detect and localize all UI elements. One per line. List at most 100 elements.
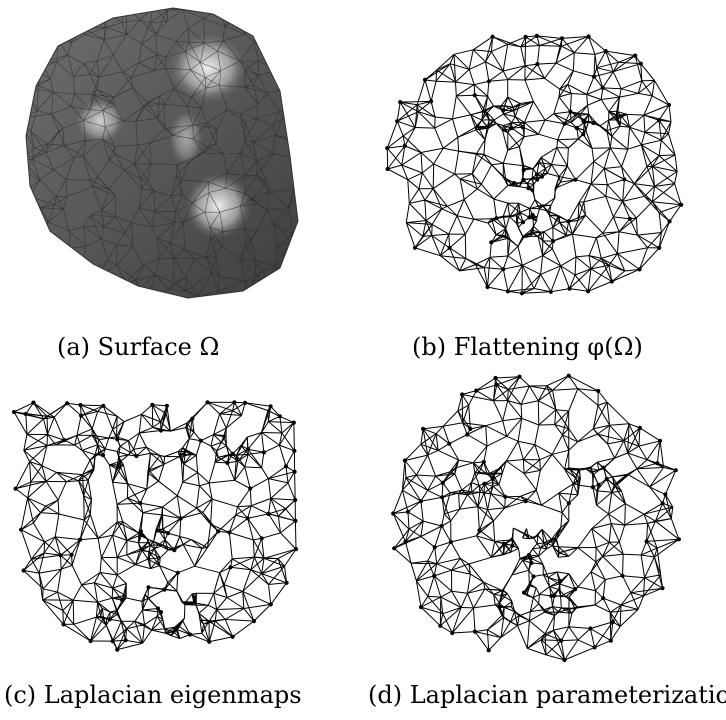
mesh-edge <box>543 249 553 256</box>
mesh-edge <box>591 556 603 571</box>
mesh-edge <box>408 512 409 529</box>
mesh-edge <box>488 96 494 106</box>
mesh-edge <box>467 574 470 593</box>
mesh-edge <box>294 186 301 190</box>
mesh-edge <box>460 179 464 200</box>
mesh-edge <box>486 426 487 446</box>
mesh-edge <box>64 600 74 624</box>
mesh-edge <box>545 169 547 174</box>
mesh-edge <box>225 17 245 26</box>
mesh-edge <box>421 153 434 164</box>
mesh-edge <box>19 12 20 34</box>
mesh-edge <box>603 232 619 233</box>
mesh-edge <box>416 475 427 490</box>
mesh-edge <box>675 155 677 172</box>
mesh-node <box>679 203 683 207</box>
mesh-edge <box>469 69 474 84</box>
mesh-edge <box>56 25 71 27</box>
mesh-edge <box>469 564 484 582</box>
mesh-node <box>165 404 169 408</box>
mesh-edge <box>138 290 148 300</box>
mesh-edge <box>587 95 588 106</box>
mesh-node <box>101 453 105 457</box>
mesh-node <box>392 546 396 550</box>
mesh-edge <box>286 55 296 67</box>
mesh-edge <box>638 81 654 94</box>
mesh-edge <box>488 81 489 96</box>
mesh-edge <box>578 389 598 406</box>
mesh-edge <box>47 435 48 446</box>
mesh-node <box>522 168 526 172</box>
mesh-edge <box>141 405 152 415</box>
mesh-edge <box>294 423 295 451</box>
mesh-edge <box>162 496 177 507</box>
mesh-edge <box>388 169 408 180</box>
mesh-edge <box>268 280 271 290</box>
mesh-edge <box>557 148 568 167</box>
mesh-edge <box>67 248 71 261</box>
mesh-edge <box>534 221 537 226</box>
mesh-edge <box>590 622 612 629</box>
mesh-edge <box>464 200 474 220</box>
mesh-edge <box>152 630 166 633</box>
mesh-edge <box>433 189 447 207</box>
mesh-edge <box>31 542 44 559</box>
mesh-edge <box>293 106 300 123</box>
mesh-edge <box>81 405 104 406</box>
mesh-edge <box>522 418 539 425</box>
mesh-edge <box>541 274 551 291</box>
mesh-edge <box>552 435 562 454</box>
mesh-edge <box>494 199 508 203</box>
mesh-edge <box>473 50 485 62</box>
mesh-edge <box>295 55 303 68</box>
mesh-edge <box>627 114 644 115</box>
mesh-edge <box>105 6 127 10</box>
mesh-edge <box>538 401 539 425</box>
mesh-edge <box>558 139 579 140</box>
mesh-edge <box>578 640 595 648</box>
mesh-edge <box>503 44 508 71</box>
mesh-edge <box>422 164 433 173</box>
mesh-edge <box>554 97 559 114</box>
mesh-edge <box>98 440 99 445</box>
mesh-edge <box>474 219 488 223</box>
mesh-edge <box>84 520 98 538</box>
mesh-edge <box>503 269 508 291</box>
mesh-node <box>549 290 553 294</box>
caption-a: (a) Surface Ω <box>57 332 219 362</box>
mesh-edge <box>168 518 181 533</box>
mesh-edge <box>512 559 520 576</box>
mesh-node <box>517 375 521 379</box>
mesh-edge <box>613 56 635 72</box>
mesh-edge <box>671 507 673 519</box>
mesh-node <box>495 383 499 387</box>
mesh-edge <box>80 538 98 539</box>
mesh-edge <box>525 78 545 80</box>
mesh-edge <box>117 643 142 649</box>
mesh-edge <box>477 189 494 199</box>
mesh-node <box>285 581 289 585</box>
mesh-edge <box>271 583 287 605</box>
mesh-edge <box>295 183 301 187</box>
mesh-edge <box>552 454 564 469</box>
mesh-node <box>658 439 662 443</box>
mesh-edge <box>117 290 137 294</box>
mesh-edge <box>271 27 287 38</box>
mesh-edge <box>272 37 274 56</box>
mesh-node <box>293 498 297 502</box>
mesh-node <box>166 531 170 535</box>
mesh-edge <box>634 184 652 202</box>
mesh-edge <box>460 174 472 179</box>
mesh-edge <box>287 258 306 273</box>
mesh-edge <box>521 401 538 405</box>
mesh-edge <box>436 70 437 81</box>
mesh-edge <box>221 7 245 17</box>
mesh-node <box>179 516 183 520</box>
mesh-edge <box>51 249 57 275</box>
mesh-edge <box>479 530 494 541</box>
mesh-edge <box>73 600 74 624</box>
mesh-edge <box>113 482 128 483</box>
mesh-edge <box>113 584 127 589</box>
mesh-node <box>58 553 62 557</box>
mesh-edge <box>128 489 147 498</box>
